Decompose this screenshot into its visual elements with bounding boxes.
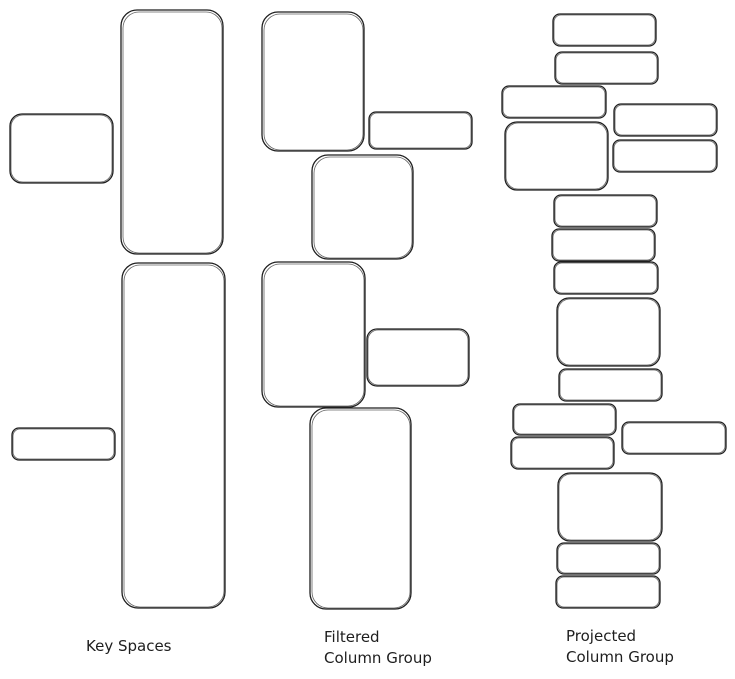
filtered-column-group xyxy=(261,11,473,610)
projected-block-4 xyxy=(613,103,718,137)
filtered-block-5 xyxy=(366,328,470,387)
caption-key-spaces: Key Spaces xyxy=(86,636,172,657)
filtered-block-1 xyxy=(261,11,365,152)
caption-filtered-line-1: Filtered xyxy=(324,628,380,646)
caption-key-spaces-line: Key Spaces xyxy=(86,637,172,655)
projected-block-8 xyxy=(551,228,656,262)
projected-block-6 xyxy=(612,139,718,173)
projected-block-7 xyxy=(553,194,658,228)
projected-block-13 xyxy=(621,421,727,455)
projected-block-12 xyxy=(512,403,617,436)
projected-block-1 xyxy=(552,13,657,47)
key-space-block-small-bottom xyxy=(11,427,116,461)
caption-projected-column-group: Projected Column Group xyxy=(566,626,674,668)
key-space-block-small-top xyxy=(9,113,114,184)
projected-block-3 xyxy=(501,85,607,119)
projected-block-16 xyxy=(556,542,661,575)
key-space-block-large-top xyxy=(120,9,224,255)
projected-block-9 xyxy=(553,261,659,295)
caption-filtered-column-group: Filtered Column Group xyxy=(324,627,432,669)
projected-block-15 xyxy=(557,472,663,542)
projected-block-2 xyxy=(554,51,659,85)
filtered-block-3 xyxy=(311,154,414,260)
filtered-block-6 xyxy=(309,407,412,610)
projected-block-5 xyxy=(504,121,609,191)
filtered-block-2 xyxy=(368,111,473,150)
caption-filtered-line-2: Column Group xyxy=(324,649,432,667)
caption-projected-line-2: Column Group xyxy=(566,648,674,666)
projected-block-17 xyxy=(555,575,661,609)
projected-column-group xyxy=(501,13,727,609)
key-spaces-group xyxy=(9,9,226,609)
caption-projected-line-1: Projected xyxy=(566,627,637,645)
projected-block-10 xyxy=(556,297,661,367)
projected-block-14 xyxy=(510,436,615,470)
filtered-block-4 xyxy=(261,261,366,408)
key-space-block-large-bottom xyxy=(121,262,226,609)
projected-block-11 xyxy=(558,368,663,402)
